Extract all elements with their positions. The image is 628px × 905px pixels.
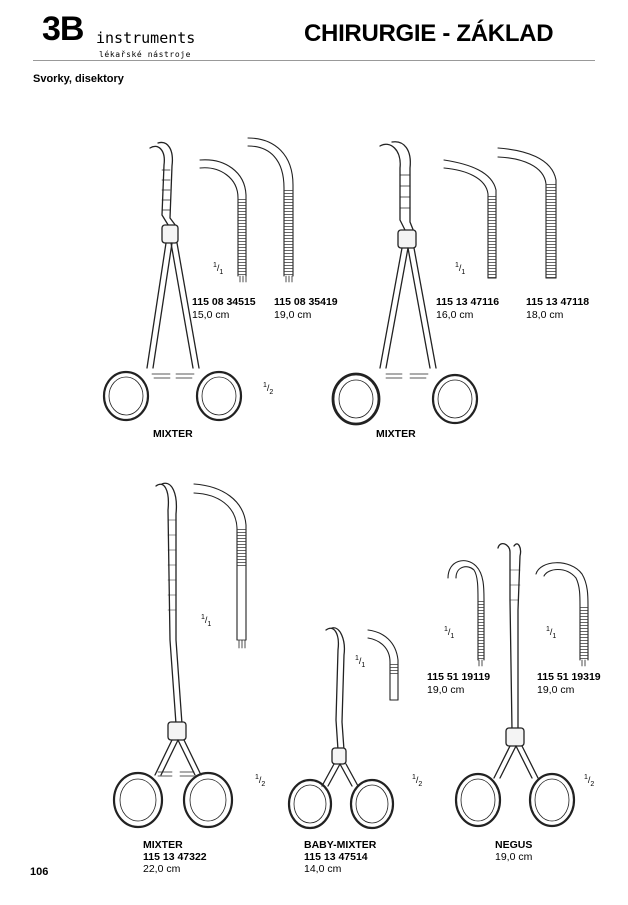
product-length: 22,0 cm bbox=[143, 863, 181, 875]
product-length: 19,0 cm bbox=[495, 851, 533, 863]
scale-full-b: 1/1 bbox=[455, 262, 466, 276]
mixter-jaw-detail-b1 bbox=[443, 159, 497, 279]
scale-full-negus-2: 1/1 bbox=[546, 626, 557, 640]
mixter-jaw-detail-c bbox=[193, 483, 247, 649]
mixter-jaw-detail-a1 bbox=[199, 159, 247, 283]
product-name: BABY-MIXTER bbox=[304, 839, 377, 851]
product-code: 115 51 19119 bbox=[427, 671, 491, 683]
negus-clamp-illustration bbox=[454, 543, 576, 828]
brand-tagline: lékařské nástroje bbox=[99, 50, 192, 59]
negus-jaw-detail-2 bbox=[535, 562, 589, 667]
product-code: 115 08 35419 bbox=[274, 296, 338, 308]
scale-full-c: 1/1 bbox=[201, 614, 212, 628]
mixter-clamp-b-illustration bbox=[331, 141, 479, 426]
product-name: MIXTER bbox=[376, 428, 416, 440]
product-name: MIXTER bbox=[143, 839, 183, 851]
product-code: 115 13 47322 bbox=[143, 851, 207, 863]
product-length: 16,0 cm bbox=[436, 309, 474, 321]
section-heading: Svorky, disektory bbox=[33, 73, 124, 85]
product-length: 19,0 cm bbox=[537, 684, 575, 696]
baby-mixter-jaw-detail bbox=[367, 629, 399, 701]
product-length: 19,0 cm bbox=[274, 309, 312, 321]
page-title: CHIRURGIE - ZÁKLAD bbox=[304, 20, 554, 47]
product-length: 14,0 cm bbox=[304, 863, 342, 875]
scale-full-baby: 1/1 bbox=[355, 655, 366, 669]
brand-logo-mark: 3B bbox=[42, 10, 84, 48]
brand-logo-word: instruments bbox=[96, 29, 196, 47]
product-code: 115 13 47118 bbox=[526, 296, 590, 308]
product-code: 115 51 19319 bbox=[537, 671, 601, 683]
baby-mixter-clamp-illustration bbox=[287, 627, 395, 830]
mixter-clamp-c-illustration bbox=[112, 482, 234, 829]
product-length: 15,0 cm bbox=[192, 309, 230, 321]
scale-full-a: 1/1 bbox=[213, 262, 224, 276]
scale-half-a: 1/2 bbox=[263, 382, 274, 396]
product-code: 115 08 34515 bbox=[192, 296, 256, 308]
product-name: MIXTER bbox=[153, 428, 193, 440]
page-number: 106 bbox=[30, 866, 49, 878]
product-length: 18,0 cm bbox=[526, 309, 564, 321]
product-length: 19,0 cm bbox=[427, 684, 465, 696]
scale-half-baby: 1/2 bbox=[412, 774, 423, 788]
mixter-clamp-a-illustration bbox=[102, 141, 243, 422]
product-code: 115 13 47514 bbox=[304, 851, 368, 863]
scale-half-c: 1/2 bbox=[255, 774, 266, 788]
header-divider bbox=[33, 60, 595, 61]
negus-jaw-detail-1 bbox=[447, 560, 485, 667]
scale-half-negus: 1/2 bbox=[584, 774, 595, 788]
product-code: 115 13 47116 bbox=[436, 296, 500, 308]
mixter-jaw-detail-a2 bbox=[247, 137, 294, 283]
mixter-jaw-detail-b2 bbox=[497, 147, 557, 279]
product-name: NEGUS bbox=[495, 839, 533, 851]
scale-full-negus-1: 1/1 bbox=[444, 626, 455, 640]
